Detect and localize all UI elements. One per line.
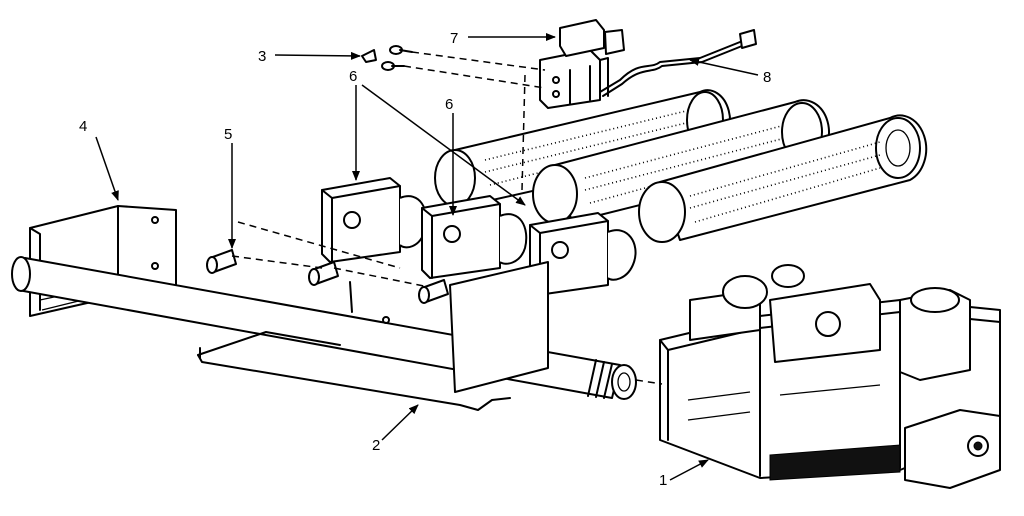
callout-1: 1 (659, 472, 667, 489)
callout-3: 3 (258, 48, 266, 65)
callout-8: 8 (763, 69, 771, 86)
valve-connection-line (635, 379, 663, 385)
air-shutter-block-right (529, 212, 637, 296)
pilot-burner (539, 19, 625, 109)
callout-4: 4 (79, 118, 87, 135)
orifice-right (418, 279, 449, 304)
pilot-tube (197, 331, 511, 411)
orifice-left (206, 249, 237, 274)
heat-shield-plate (449, 261, 549, 393)
burner-tubes (434, 89, 928, 243)
callout-7: 7 (450, 30, 458, 47)
air-shutter-block-left (321, 177, 428, 263)
callout-6-center: 6 (445, 96, 453, 113)
burner-tube-front (638, 114, 928, 243)
pilot-mount-screws (361, 45, 546, 191)
orifice-center (308, 261, 339, 286)
callout-labels: 1 2 3 4 5 6 6 7 8 (79, 30, 771, 489)
callout-6-left: 6 (349, 68, 357, 85)
thermocouple (599, 29, 757, 97)
callout-5: 5 (224, 126, 232, 143)
callout-leaders (95, 33, 759, 481)
burner-tube-middle (532, 99, 830, 224)
air-shutter-block-center (421, 195, 528, 279)
air-shutter-blocks (321, 177, 637, 296)
burner-orifices (206, 221, 449, 313)
gas-control-valve (659, 264, 1001, 489)
callout-2: 2 (372, 437, 380, 454)
